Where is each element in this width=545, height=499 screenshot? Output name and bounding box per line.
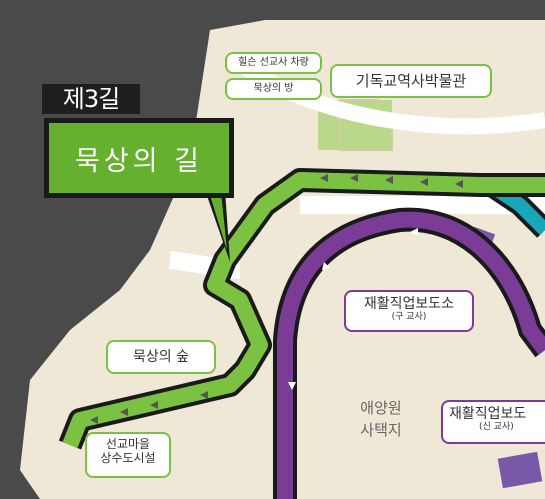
label-meditation-forest: 묵상의 숲 xyxy=(106,340,216,374)
label-text: 사택지 xyxy=(360,420,402,439)
label-ashes-chapel: 힐슨 선교사 차량 xyxy=(225,52,322,74)
label-text: 애양원 xyxy=(360,399,402,417)
callout-pointer xyxy=(205,190,230,262)
label-text: 묵상의 방 xyxy=(253,83,294,94)
label-meditation-room: 묵상의 방 xyxy=(225,78,322,100)
land-area xyxy=(20,20,545,499)
label-text: 힐슨 선교사 차량 xyxy=(238,57,309,68)
label-text: 선교마을 xyxy=(105,437,151,451)
route-tag: 제3길 xyxy=(42,84,140,114)
purple-route-fill xyxy=(277,211,545,499)
label-subtext: (구 교사) xyxy=(391,312,427,323)
route-arrows xyxy=(90,174,463,424)
label-subtext: (신 교사) xyxy=(479,422,514,433)
label-text: 기독교역사박물관 xyxy=(355,72,467,90)
label-text: 상수도시설 xyxy=(100,450,156,465)
label-rehab-old: 재활직업보도소 (구 교사) xyxy=(344,290,474,332)
label-rehab-new: 재활직업보도 (신 교사) xyxy=(441,400,545,444)
label-text: 재활직업보도소 xyxy=(363,296,455,312)
callout-pointer-inner xyxy=(209,192,227,250)
building-block xyxy=(497,451,543,489)
label-missionary-village: 선교마을 상수도시설 xyxy=(85,432,171,478)
label-text: 재활직업보도 xyxy=(449,406,527,422)
label-text: 묵상의 숲 xyxy=(133,349,189,365)
label-aeyangwon: 애양원 사택지 xyxy=(346,398,416,442)
purple-route-arrows xyxy=(288,228,418,390)
label-christian-museum: 기독교역사박물관 xyxy=(330,64,492,98)
route-title: 묵상의 길 xyxy=(44,118,234,198)
green-route-fill xyxy=(62,172,545,448)
